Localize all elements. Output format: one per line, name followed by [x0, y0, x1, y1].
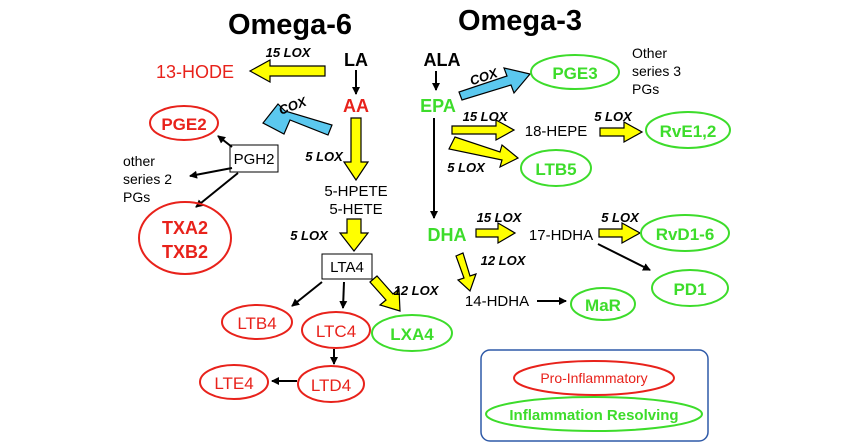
lox15-la-arrow: [248, 58, 326, 84]
other-series3-line2: series 3: [632, 63, 681, 79]
lte4-ellipse: [199, 364, 269, 400]
pd1-label: PD1: [673, 280, 706, 299]
lta4-label: LTA4: [330, 259, 364, 276]
ltc4-label: LTC4: [316, 322, 356, 341]
pgh2-to-other-arrow: [189, 167, 233, 179]
ltb5-label: LTB5: [535, 160, 576, 179]
rve-label: RvE1,2: [660, 122, 717, 141]
legend-pro-label: Pro-Inflammatory: [540, 370, 647, 386]
epa-label: EPA: [420, 96, 456, 116]
mar-label: MaR: [585, 296, 621, 315]
lox5-hdha-arrow: [598, 221, 642, 245]
hdha17-to-pd1-arrow: [597, 243, 651, 271]
hpete-label: 5-HPETE: [324, 183, 387, 200]
la-label: LA: [344, 50, 368, 70]
legend-pro-ellipse: [513, 360, 675, 396]
lox5-aa-label: 5 LOX: [305, 149, 344, 164]
hete-label: 5-HETE: [329, 201, 382, 218]
other-series3-line1: Other: [632, 45, 667, 61]
pgh2-label: PGH2: [234, 151, 275, 168]
pgh2-to-txa2-arrow: [195, 172, 239, 208]
lox15-dha-arrow: [475, 221, 517, 245]
lox12-dha-label: 12 LOX: [481, 253, 527, 268]
lox15-dha-label: 15 LOX: [477, 210, 523, 225]
ltb5-ellipse: [520, 149, 592, 187]
pge3-label: PGE3: [552, 64, 597, 83]
lte4-label: LTE4: [214, 374, 253, 393]
ltd4-label: LTD4: [311, 376, 351, 395]
lox5-hepe-label: 5 LOX: [594, 109, 633, 124]
other-series2-line1: other: [123, 153, 155, 169]
lta4-to-ltb4-arrow: [291, 281, 323, 307]
rvd-label: RvD1-6: [656, 225, 715, 244]
pd1-ellipse: [651, 269, 729, 307]
ltc4-ellipse: [301, 311, 371, 349]
lox5-epa-label: 5 LOX: [447, 160, 486, 175]
lox12-label: 12 LOX: [394, 283, 440, 298]
lox5-epa-arrow: [448, 136, 520, 169]
lox5-hdha-label: 5 LOX: [601, 210, 640, 225]
txb2-label: TXB2: [162, 242, 208, 262]
dha-label: DHA: [428, 225, 467, 245]
cox-aa-arrow: [262, 103, 333, 136]
pgh2-box: [229, 144, 279, 173]
pgh2-to-pge2-arrow: [217, 135, 233, 148]
lta4-to-ltc4-arrow: [339, 281, 348, 309]
lox15-la-label: 15 LOX: [266, 45, 312, 60]
other-series2-line2: series 2: [123, 171, 172, 187]
pge2-label: PGE2: [161, 115, 206, 134]
lox5-hete-arrow: [338, 218, 370, 252]
other-series3-line3: PGs: [632, 81, 659, 97]
hdha17-label: 17-HDHA: [529, 227, 593, 244]
lox5-hepe-arrow: [599, 120, 644, 144]
ltd4-ellipse: [297, 365, 365, 403]
lxa4-ellipse: [371, 314, 453, 352]
aa-label: AA: [343, 96, 369, 116]
lox5-aa-arrow: [342, 117, 370, 182]
legend-resolving-label: Inflammation Resolving: [509, 407, 678, 424]
hode-label: 13-HODE: [156, 62, 234, 82]
pge2-ellipse: [149, 105, 219, 141]
lxa4-label: LXA4: [390, 325, 434, 344]
omega6-header: Omega-6: [228, 9, 352, 41]
ala-label: ALA: [424, 50, 461, 70]
hepe-label: 18-HEPE: [525, 123, 588, 140]
other-series2-line3: PGs: [123, 189, 150, 205]
txa2-label: TXA2: [162, 218, 208, 238]
lox15-epa-label: 15 LOX: [463, 109, 509, 124]
lox12-dha-arrow: [455, 252, 477, 293]
lox12-arrow: [369, 275, 401, 312]
rvd-ellipse: [640, 214, 730, 252]
lox15-epa-arrow: [451, 118, 516, 142]
legend-resolving-ellipse: [485, 396, 703, 432]
ltb4-label: LTB4: [237, 314, 276, 333]
omega3-header: Omega-3: [458, 5, 582, 37]
hdha14-label: 14-HDHA: [465, 293, 529, 310]
lox5-hete-label: 5 LOX: [290, 228, 329, 243]
rve-ellipse: [645, 111, 731, 149]
mar-ellipse: [570, 287, 636, 321]
pge3-ellipse: [530, 54, 620, 90]
lta4-box: [321, 253, 373, 280]
cox-epa-arrow: [458, 67, 532, 101]
txa2-txb2-ellipse: [138, 201, 232, 275]
ltb4-ellipse: [221, 304, 293, 340]
